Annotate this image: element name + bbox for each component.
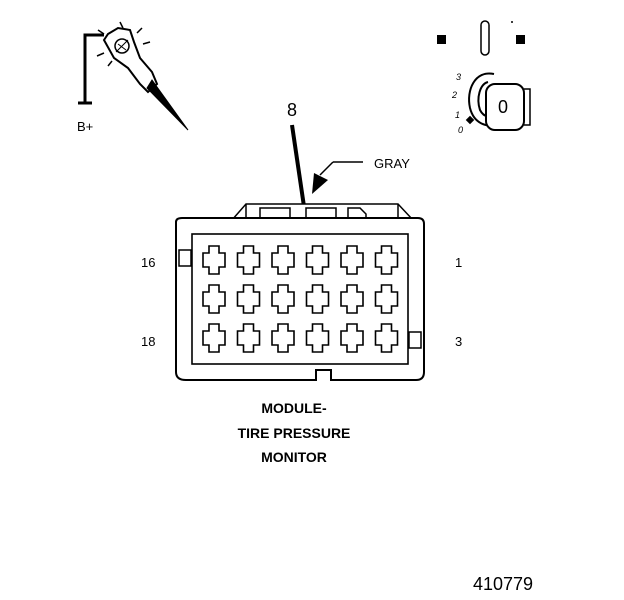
module-title-line-1: MODULE- [261, 400, 327, 416]
connector-cavity [340, 323, 364, 353]
connector-cavity [271, 323, 295, 353]
cavity-label-18: 18 [141, 334, 155, 349]
connector-cavity [202, 323, 226, 353]
test-light-icon [78, 21, 189, 131]
wire-color-leader [312, 161, 363, 194]
connector-cavity [305, 284, 330, 314]
connector-cavity [340, 245, 364, 275]
connector-cavity [202, 284, 226, 314]
pin-number-label: 8 [287, 100, 297, 120]
cavity-label-16: 16 [141, 255, 155, 270]
connector-cavity [271, 245, 295, 275]
connector-cavity [305, 323, 330, 353]
connector-cavity [236, 323, 261, 353]
connector-cavity [374, 323, 399, 353]
connector-cavity [236, 284, 261, 314]
key-position-2: 2 [451, 90, 457, 100]
ignition-switch-icon [437, 20, 531, 131]
connector-cavity [202, 245, 226, 275]
connector-cavity [374, 245, 399, 275]
cavity-label-3: 3 [455, 334, 462, 349]
cavity-label-1: 1 [455, 255, 462, 270]
connector-cavity [271, 284, 295, 314]
connector-cavity [340, 284, 364, 314]
wire-color-label: GRAY [374, 156, 410, 171]
connector-cavity [305, 245, 330, 275]
connector-cavity [236, 245, 261, 275]
connector-body [175, 203, 425, 381]
key-position-1: 1 [455, 110, 460, 120]
connector-cavity [374, 284, 399, 314]
figure-number: 410779 [473, 574, 533, 594]
key-position-3: 3 [456, 72, 461, 82]
key-position-0: 0 [458, 125, 463, 135]
module-title-line-3: MONITOR [261, 449, 327, 465]
key-label: 0 [498, 97, 508, 117]
connector-cavity-grid [202, 245, 399, 353]
module-title-line-2: TIRE PRESSURE [238, 425, 351, 441]
b-plus-label: B+ [77, 119, 93, 134]
